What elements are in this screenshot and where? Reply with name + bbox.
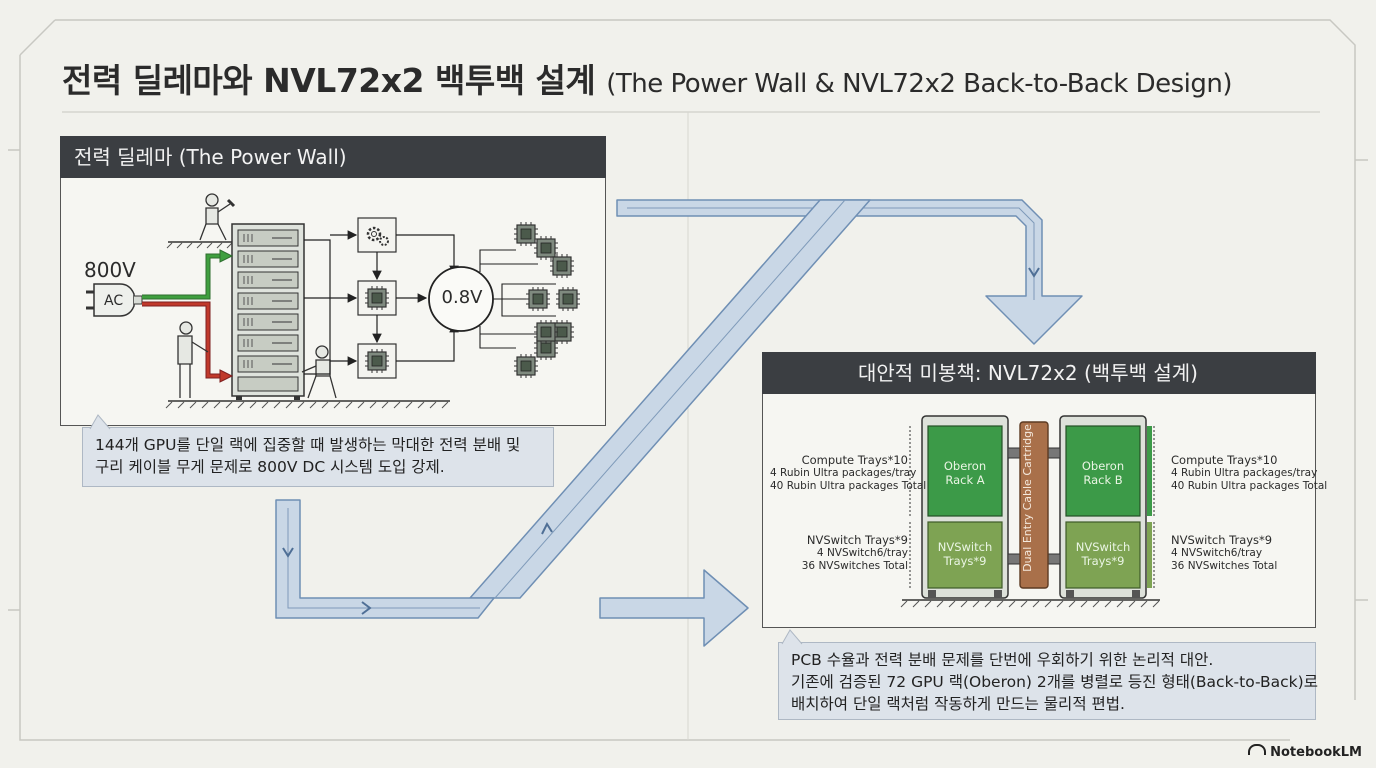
rack-a-label: Oberon Rack A — [928, 459, 1002, 487]
rack-a-switch-label: NVSwitch Trays*9 — [928, 540, 1002, 568]
alt-callout-pointer — [781, 629, 803, 645]
back-to-back-rack-illustration — [900, 415, 1160, 608]
callout-pointer — [89, 414, 111, 430]
rack-a-name-line2: Rack A — [945, 473, 985, 487]
brand-name: NotebookLM — [1270, 745, 1362, 760]
rack-b-label: Oberon Rack B — [1066, 459, 1140, 487]
left-switch-line1: 4 NVSwitch6/tray — [816, 547, 908, 559]
cable-cartridge — [1007, 421, 1061, 589]
rack-b-switch-label: NVSwitch Trays*9 — [1066, 540, 1140, 568]
alt-callout-line-1: PCB 수율과 전력 분배 문제를 단번에 우회하기 위한 논리적 대안. — [791, 651, 1214, 669]
left-switch-line2: 36 NVSwitches Total — [801, 560, 908, 572]
right-switch-line2: 36 NVSwitches Total — [1171, 560, 1278, 572]
ac-plug-label: AC — [104, 293, 124, 309]
brand-watermark: NotebookLM — [1248, 744, 1362, 760]
gpu-chip-fanout — [479, 221, 581, 379]
title-main-text: 전력 딜레마와 NVL72x2 백투백 설계 — [62, 61, 596, 100]
rack-b — [1059, 415, 1147, 599]
ac-plug — [86, 283, 143, 317]
right-compute-line2: 40 Rubin Ultra packages Total — [1171, 480, 1328, 492]
input-voltage-label: 800V — [84, 258, 136, 282]
left-compute-line2: 40 Rubin Ultra packages Total — [770, 480, 927, 492]
right-compute-line1: 4 Rubin Ultra packages/tray — [1171, 467, 1318, 479]
power-wall-illustration — [86, 193, 581, 409]
right-switch-annotation: NVSwitch Trays*9 4 NVSwitch6/tray 36 NVS… — [1171, 534, 1277, 573]
alternative-header: 대안적 미봉책: NVL72x2 (백투백 설계) — [762, 352, 1316, 394]
notebooklm-logo-icon — [1248, 744, 1267, 755]
alternative-callout: PCB 수율과 전력 분배 문제를 단번에 우회하기 위한 논리적 대안. 기존… — [778, 642, 1318, 720]
rack-a-switch-line1: NVSwitch — [937, 540, 993, 554]
power-wall-callout: 144개 GPU를 단일 랙에 집중할 때 발생하는 막대한 전력 분배 및 구… — [82, 427, 554, 487]
right-switch-line1: 4 NVSwitch6/tray — [1171, 547, 1263, 559]
power-wall-header: 전력 딜레마 (The Power Wall) — [60, 136, 606, 178]
server-rack — [231, 223, 305, 400]
cable-cartridge-label: Dual Entry Cable Cartridge — [1021, 424, 1034, 572]
left-compute-annotation: Compute Trays*10 4 Rubin Ultra packages/… — [770, 453, 927, 493]
right-compute-annotation: Compute Trays*10 4 Rubin Ultra packages/… — [1171, 454, 1327, 493]
rack-b-name-line2: Rack B — [1083, 473, 1123, 487]
rack-b-switch-line2: Trays*9 — [1081, 554, 1125, 568]
left-compute-line1: 4 Rubin Ultra packages/tray — [770, 467, 917, 479]
right-switch-heading: NVSwitch Trays*9 — [1171, 533, 1273, 547]
rack-b-switch-line1: NVSwitch — [1075, 540, 1131, 554]
output-voltage-label: 0.8V — [441, 287, 483, 308]
left-switch-heading: NVSwitch Trays*9 — [806, 533, 908, 547]
left-switch-annotation: NVSwitch Trays*9 4 NVSwitch6/tray 36 NVS… — [770, 534, 908, 573]
right-compute-heading: Compute Trays*10 — [1171, 453, 1278, 467]
right-pointing-arrow — [599, 569, 749, 647]
worker-figures — [177, 193, 337, 399]
left-compute-heading: Compute Trays*10 — [801, 453, 908, 467]
power-cables — [142, 249, 234, 383]
power-wall-panel — [60, 136, 606, 426]
rack-a-switch-line2: Trays*9 — [943, 554, 987, 568]
bottom-flow-arrow — [275, 499, 495, 619]
alt-callout-line-2: 기존에 검증된 72 GPU 랙(Oberon) 2개를 병렬로 등진 형태(B… — [791, 673, 1318, 691]
diagonal-flow-arrow — [469, 199, 871, 599]
callout-line-1: 144개 GPU를 단일 랙에 집중할 때 발생하는 막대한 전력 분배 및 — [95, 436, 521, 454]
page-title: 전력 딜레마와 NVL72x2 백투백 설계 (The Power Wall &… — [62, 54, 1232, 102]
gear-icon — [366, 226, 389, 246]
title-subtitle: (The Power Wall & NVL72x2 Back-to-Back D… — [606, 69, 1232, 99]
callout-line-2: 구리 케이블 무게 문제로 800V DC 시스템 도입 강제. — [95, 458, 445, 476]
conversion-stages — [304, 217, 494, 379]
rack-a-name-line1: Oberon — [943, 459, 987, 473]
rack-b-name-line1: Oberon — [1081, 459, 1125, 473]
alt-callout-line-3: 배치하여 단일 랙처럼 작동하게 만드는 물리적 편법. — [791, 695, 1125, 713]
rack-a — [921, 415, 1009, 599]
